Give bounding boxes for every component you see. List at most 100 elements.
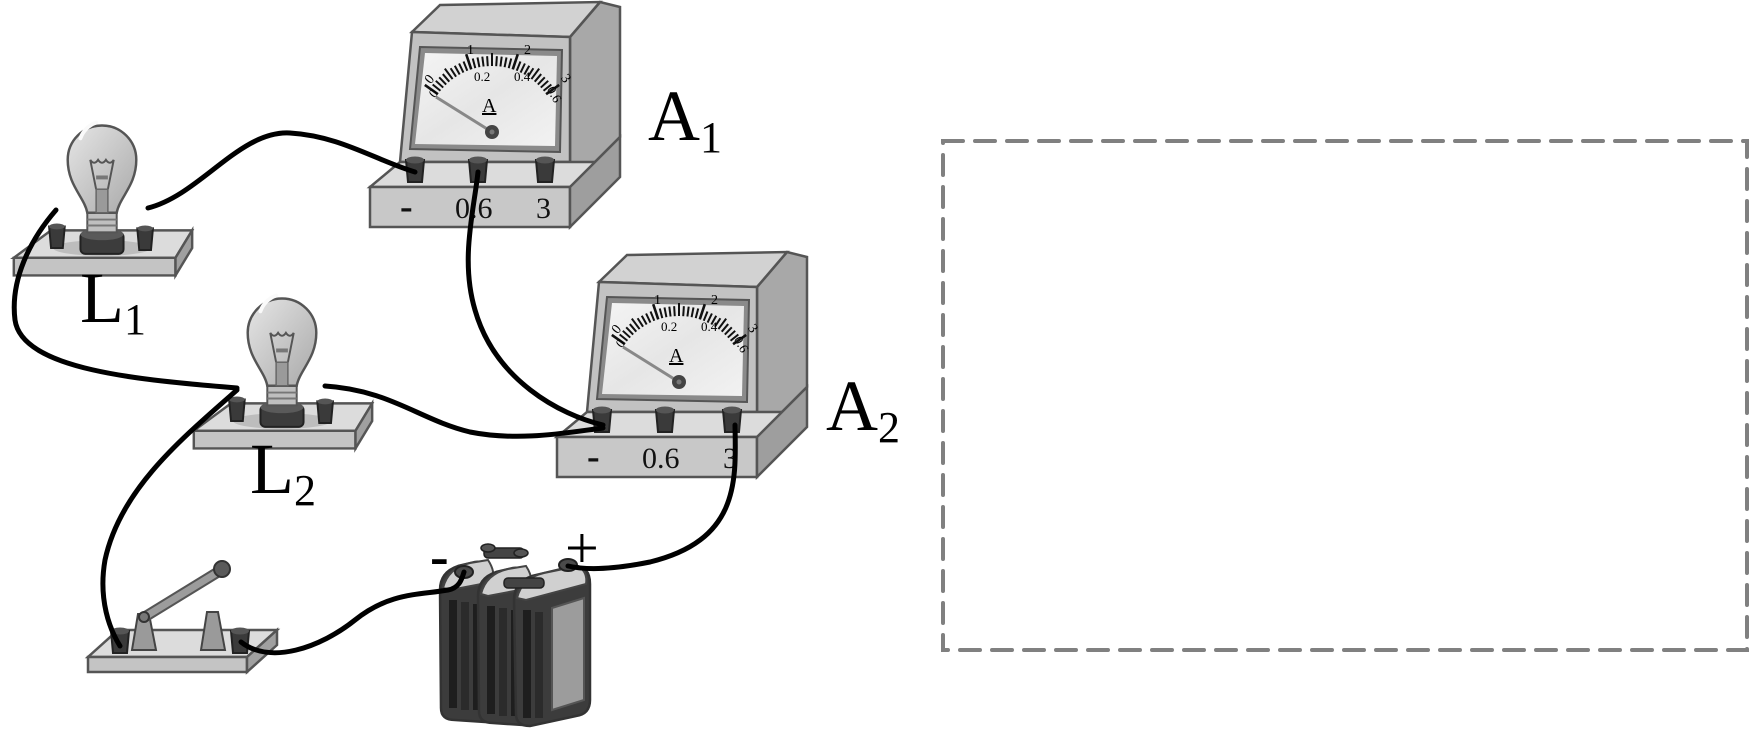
ammeter-a1-scale-lower-3: 0.6	[544, 84, 565, 106]
scale-tick	[519, 63, 526, 73]
ammeter-a2-terminal-0.6	[655, 405, 675, 433]
scale-tick	[673, 306, 676, 317]
ammeter-a2-subscript: 2	[878, 403, 900, 452]
lamp-l1-label: L1	[80, 258, 146, 344]
scale-tick	[527, 67, 535, 78]
scale-tick	[471, 58, 477, 69]
scale-tick	[444, 68, 454, 80]
wire-l2-to-a2	[322, 383, 606, 439]
scale-tick	[706, 313, 713, 323]
ammeter-a1-label: A1	[648, 76, 722, 162]
wire-l1-to-l2	[11, 207, 240, 391]
ammeter-a1-terminal-label-3: 3	[536, 192, 551, 225]
scale-tick	[668, 306, 672, 317]
scale-tick	[619, 333, 629, 342]
scale-tick	[435, 80, 444, 89]
ammeter-a2-terminal-label-neg: -	[587, 436, 600, 478]
scale-tick	[649, 311, 656, 322]
wire-a1-to-a2	[465, 169, 606, 428]
lamp-l2-label: L2	[250, 429, 316, 515]
scale-tick	[651, 303, 660, 320]
battery-cell-3	[512, 564, 592, 728]
scale-tick	[523, 65, 531, 75]
scale-tick	[690, 307, 695, 318]
scale-tick	[464, 53, 473, 70]
scale-tick	[625, 326, 634, 336]
ammeter-a2-needle	[622, 345, 680, 384]
scale-tick	[611, 333, 626, 346]
scale-tick	[515, 61, 522, 72]
scale-tick	[507, 58, 513, 69]
scale-tick	[622, 330, 631, 339]
scale-tick	[694, 308, 700, 319]
wires	[11, 130, 738, 656]
scale-tick	[438, 76, 447, 86]
ammeter-a2-label: A2	[826, 366, 900, 452]
scale-tick	[720, 323, 729, 333]
answer-box	[941, 139, 1749, 652]
knife-switch	[84, 560, 281, 675]
ammeter-a1-scale-upper-1: 1	[467, 43, 474, 58]
scale-tick	[682, 306, 685, 317]
ammeter-a1: 0 1 2 3 0 0.2 0.4 0.6 A - 0.6 3	[368, 0, 622, 229]
scale-tick	[710, 315, 718, 325]
wire-switch-to-battery	[238, 569, 467, 656]
scale-tick	[631, 318, 641, 330]
scale-tick	[727, 330, 736, 339]
scale-tick	[717, 318, 727, 330]
ammeter-a1-scale-lower-1: 0.2	[474, 69, 490, 84]
ammeter-a1-scale-lower-2: 0.4	[514, 69, 531, 84]
ammeter-a2-scale-lower-2: 0.4	[701, 319, 718, 334]
scale-tick	[453, 65, 461, 75]
ammeter-a1-terminal-3	[535, 155, 555, 183]
scale-tick	[629, 323, 638, 333]
ammeter-a1-scale-ticks	[424, 53, 560, 96]
scale-tick	[542, 83, 552, 92]
ammeter-a2-unit: A	[669, 345, 684, 367]
scale-tick	[481, 56, 485, 67]
ammeter-a2-terminal-3	[722, 405, 742, 433]
scale-tick	[424, 83, 439, 96]
ammeter-a1-dial: 0 1 2 3 0 0.2 0.4 0.6 A	[422, 43, 573, 139]
scale-tick	[530, 68, 540, 80]
battery-positive-sign: +	[565, 515, 599, 581]
scale-tick	[458, 63, 465, 73]
wire-l1-to-a1	[145, 130, 418, 211]
battery	[438, 543, 592, 728]
ammeter-a1-needle	[435, 95, 493, 134]
scale-tick	[732, 333, 747, 346]
scale-tick	[537, 76, 546, 86]
scale-tick	[724, 326, 733, 336]
lamp-l2	[191, 293, 375, 451]
scale-tick	[663, 307, 668, 318]
ammeter-a2-scale-upper-2: 2	[711, 293, 718, 308]
lamp-l1-subscript: 1	[124, 295, 146, 344]
scale-tick	[702, 311, 709, 322]
scale-tick	[503, 57, 508, 68]
scale-tick	[645, 313, 652, 323]
scale-tick	[511, 53, 520, 70]
scale-tick	[540, 80, 549, 89]
ammeter-a1-unit: A	[482, 95, 497, 117]
scale-tick	[486, 56, 489, 67]
scale-tick	[462, 61, 469, 72]
ammeter-a2-scale-lower-1: 0.2	[661, 319, 677, 334]
scale-tick	[729, 333, 739, 342]
ammeter-a2-terminal-label-0.6: 0.6	[642, 442, 680, 475]
scale-tick	[714, 317, 722, 328]
scale-tick	[658, 308, 664, 319]
scale-tick	[636, 317, 644, 328]
scale-tick	[698, 303, 707, 320]
ammeter-a2-scale-ticks	[611, 303, 747, 346]
ammeter-a1-subscript: 1	[700, 113, 722, 162]
scale-tick	[533, 73, 542, 83]
ammeter-a1-terminal-label-neg: -	[400, 186, 413, 228]
ammeter-a2: 0 1 2 3 0 0.2 0.4 0.6 A - 0.6 3	[555, 250, 809, 479]
scale-tick	[640, 315, 648, 325]
wire-a2-to-battery	[565, 422, 738, 572]
scale-tick	[495, 56, 498, 67]
scale-tick	[449, 67, 457, 78]
ammeter-a2-scale-lower-3: 0.6	[731, 334, 752, 356]
scale-tick	[686, 306, 690, 317]
